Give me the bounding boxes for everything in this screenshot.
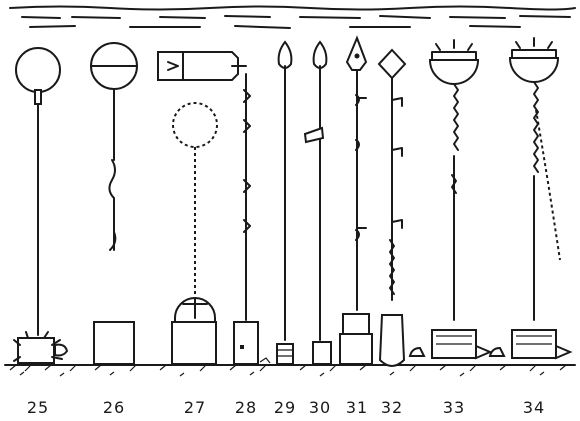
figure-label-34: 34 <box>522 398 546 417</box>
mine-27-dashed-position <box>172 102 218 148</box>
sinker-31-top <box>342 313 370 335</box>
float-29 <box>277 40 293 69</box>
mine-29 <box>276 40 294 365</box>
mine-34 <box>488 37 573 360</box>
sinker-31 <box>339 333 373 365</box>
sinker-26 <box>93 321 135 365</box>
figure-label-30: 30 <box>308 398 332 417</box>
figure-label-25: 25 <box>26 398 50 417</box>
hemispherical-mine-33 <box>428 59 480 85</box>
figure-label-27: 27 <box>183 398 207 417</box>
mine-31 <box>339 35 373 365</box>
mine-28 <box>233 73 271 365</box>
cylindrical-mine-27 <box>157 51 239 81</box>
mine-26 <box>90 42 138 365</box>
figure-label-32: 32 <box>380 398 404 417</box>
water-surface <box>9 5 576 29</box>
float-32 <box>377 48 407 80</box>
figure-label-33: 33 <box>442 398 466 417</box>
sinker-27 <box>171 321 217 365</box>
spherical-mine-25 <box>15 47 61 93</box>
mine-25 <box>13 47 69 364</box>
sinker-30 <box>312 341 332 365</box>
sinker-28 <box>233 321 259 365</box>
mine-27 <box>157 51 247 365</box>
sea-bed <box>4 364 576 377</box>
mine-32 <box>377 48 407 367</box>
figure-label-29: 29 <box>273 398 297 417</box>
figure-label-26: 26 <box>102 398 126 417</box>
float-30 <box>312 40 328 69</box>
figure-label-28: 28 <box>234 398 258 417</box>
mine-33 <box>408 39 493 360</box>
sinker-25 <box>17 337 55 364</box>
sinker-32 <box>378 314 406 367</box>
hemispherical-mine-34 <box>508 57 560 83</box>
sinker-29 <box>276 343 294 365</box>
mine-30 <box>303 40 332 365</box>
figure-label-31: 31 <box>345 398 369 417</box>
